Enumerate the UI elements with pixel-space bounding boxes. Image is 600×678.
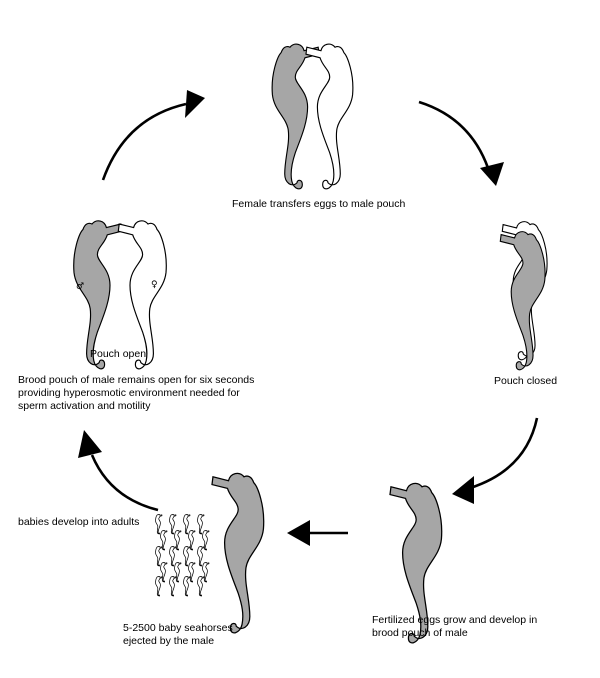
baby-seahorse xyxy=(169,546,177,567)
seahorse-figures xyxy=(73,43,548,644)
male-seahorse-pouch-open xyxy=(73,220,123,370)
baby-seahorse xyxy=(183,546,191,567)
pouch-open-caption: Brood pouch of male remains open for six… xyxy=(18,374,255,412)
arrowhead-icon xyxy=(287,520,310,546)
adults-caption: babies develop into adults xyxy=(18,516,140,528)
baby-seahorse xyxy=(155,514,163,535)
ejected-caption: 5-2500 baby seahorses ejected by the mal… xyxy=(123,622,233,647)
baby-seahorse xyxy=(197,514,205,535)
female-symbol: ♀ xyxy=(151,280,158,290)
baby-seahorse xyxy=(183,514,191,535)
pouch-closed-caption: Pouch closed xyxy=(494,375,558,387)
baby-seahorse xyxy=(202,562,210,583)
baby-seahorse xyxy=(174,562,182,583)
arrowhead-icon xyxy=(78,430,102,458)
baby-seahorse xyxy=(197,576,205,597)
arrowhead-icon xyxy=(452,476,474,504)
cycle-arrows xyxy=(78,90,539,546)
baby-seahorse-cluster xyxy=(155,514,210,597)
arrow-to-pouch-closed xyxy=(418,100,490,169)
baby-seahorse xyxy=(183,576,191,597)
female-seahorse-pouch-open xyxy=(117,220,167,370)
male-seahorse-pouch-closed xyxy=(499,231,546,371)
male-seahorse-transfer xyxy=(271,43,320,190)
arrow-to-transfer xyxy=(101,102,187,181)
arrow-to-pouch-open xyxy=(90,454,159,512)
baby-seahorse xyxy=(197,546,205,567)
arrowhead-icon xyxy=(480,162,504,186)
male-seahorse-ejecting xyxy=(211,472,265,634)
baby-seahorse xyxy=(188,562,196,583)
baby-seahorse xyxy=(169,576,177,597)
female-seahorse-transfer xyxy=(305,43,354,190)
arrowhead-icon xyxy=(185,90,205,118)
male-symbol: ♂ xyxy=(76,282,84,292)
fertilized-caption: Fertilized eggs grow and develop in broo… xyxy=(372,614,538,639)
baby-seahorse xyxy=(160,562,168,583)
pouch-open-title: Pouch open xyxy=(90,348,147,360)
transfer-caption: Female transfers eggs to male pouch xyxy=(232,198,406,210)
arrow-to-fertilized xyxy=(469,417,539,490)
baby-seahorse xyxy=(155,546,163,567)
baby-seahorse xyxy=(169,514,177,535)
baby-seahorse xyxy=(155,576,163,597)
